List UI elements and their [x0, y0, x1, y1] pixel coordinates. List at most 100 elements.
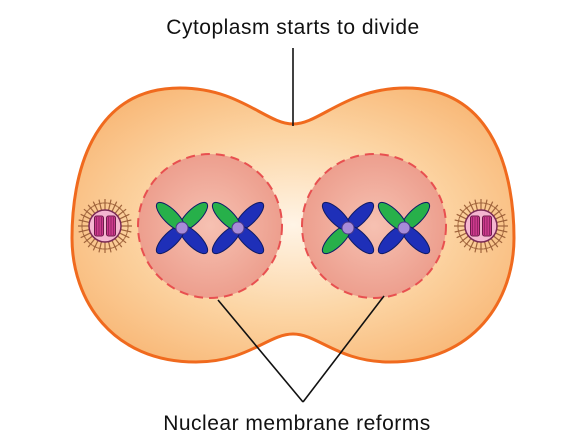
aster-ray-tick [464, 206, 469, 210]
aster-ray [495, 232, 506, 239]
aster-ray-tick [124, 213, 128, 219]
aster-ray-tick [112, 203, 118, 207]
aster-ray [496, 219, 508, 224]
aster-ray-tick [483, 247, 489, 250]
aster-ray [117, 235, 127, 244]
aster-ray-tick [112, 245, 118, 249]
aster-ray-tick [473, 247, 479, 250]
aster-ray [468, 240, 475, 251]
top-label: Cytoplasm starts to divide [166, 16, 419, 39]
aster-ray [483, 199, 488, 211]
bottom-leader-line-left [217, 299, 304, 403]
aster-ray-tick [121, 209, 125, 214]
aster-ray [490, 238, 499, 248]
aster-ray [483, 241, 488, 253]
aster-ray-tick [464, 242, 469, 246]
aster-ray [120, 219, 132, 224]
aster-ray [107, 199, 112, 211]
aster-ray-tick [488, 245, 494, 249]
aster-ray [80, 232, 91, 239]
aster-ray [490, 204, 499, 214]
centrosome-body [88, 209, 122, 243]
aster-ray-tick [493, 206, 498, 210]
aster-ray [119, 213, 130, 220]
aster-ray [459, 208, 469, 217]
aster-ray [495, 213, 506, 220]
aster-ray [120, 228, 132, 233]
aster-ray-tick [88, 242, 93, 246]
aster-ray-tick [117, 206, 122, 210]
aster-ray-tick [85, 238, 89, 243]
aster-ray [111, 240, 118, 251]
aster-ray-tick [81, 218, 84, 224]
aster-ray-tick [92, 203, 98, 207]
aster-ray-tick [82, 233, 86, 239]
aster-ray [98, 241, 103, 253]
aster-ray-tick [458, 233, 462, 239]
aster-ray [83, 208, 93, 217]
aster-ray-tick [500, 233, 504, 239]
aster-ray-tick [488, 203, 494, 207]
aster-ray-tick [461, 238, 465, 243]
aster-ray [92, 240, 99, 251]
aster-ray [98, 199, 103, 211]
chromosome [321, 201, 375, 255]
aster-ray [463, 238, 472, 248]
aster-ray-tick [497, 238, 501, 243]
aster-ray-tick [458, 213, 462, 219]
aster-ray-tick [97, 202, 103, 205]
aster-ray-tick [97, 247, 103, 250]
aster-ray-tick [502, 218, 505, 224]
aster-ray-tick [82, 213, 86, 219]
bottom-label: Nuclear membrane reforms [163, 412, 431, 435]
aster-ray [114, 204, 123, 214]
aster-ray-tick [81, 228, 84, 234]
right-nucleus [301, 153, 447, 299]
chromosome [155, 201, 209, 255]
aster-ray-tick [493, 242, 498, 246]
aster-ray [78, 219, 90, 224]
aster-ray [493, 208, 503, 217]
aster-ray-tick [461, 209, 465, 214]
centromere [341, 221, 355, 235]
aster-ray-tick [473, 202, 479, 205]
aster-ray [474, 241, 479, 253]
aster-ray [454, 219, 466, 224]
aster-ray-tick [107, 202, 113, 205]
aster-ray [496, 228, 508, 233]
aster-ray [468, 201, 475, 212]
aster-ray-tick [502, 228, 505, 234]
aster-ray [117, 208, 127, 217]
aster-ray [111, 201, 118, 212]
aster-ray [92, 201, 99, 212]
centrosome [78, 199, 132, 253]
aster-ray-tick [85, 209, 89, 214]
aster-ray [493, 235, 503, 244]
aster-ray [454, 228, 466, 233]
aster-ray [456, 213, 467, 220]
aster-ray [114, 238, 123, 248]
aster-ray [80, 213, 91, 220]
aster-ray-tick [92, 245, 98, 249]
aster-ray-tick [457, 218, 460, 224]
aster-ray [459, 235, 469, 244]
aster-ray [487, 240, 494, 251]
aster-ray-tick [468, 245, 474, 249]
centrosome [454, 199, 508, 253]
aster-ray [78, 228, 90, 233]
aster-ray [463, 204, 472, 214]
aster-ray-tick [126, 228, 129, 234]
centromere [397, 221, 411, 235]
bottom-leader-line-right [302, 295, 385, 403]
chromosome [377, 201, 431, 255]
aster-ray-tick [107, 247, 113, 250]
aster-ray [474, 199, 479, 211]
aster-ray-tick [468, 203, 474, 207]
aster-ray [456, 232, 467, 239]
centromere [231, 221, 245, 235]
aster-ray-tick [124, 233, 128, 239]
aster-ray [487, 201, 494, 212]
aster-ray-tick [117, 242, 122, 246]
aster-ray-tick [88, 206, 93, 210]
